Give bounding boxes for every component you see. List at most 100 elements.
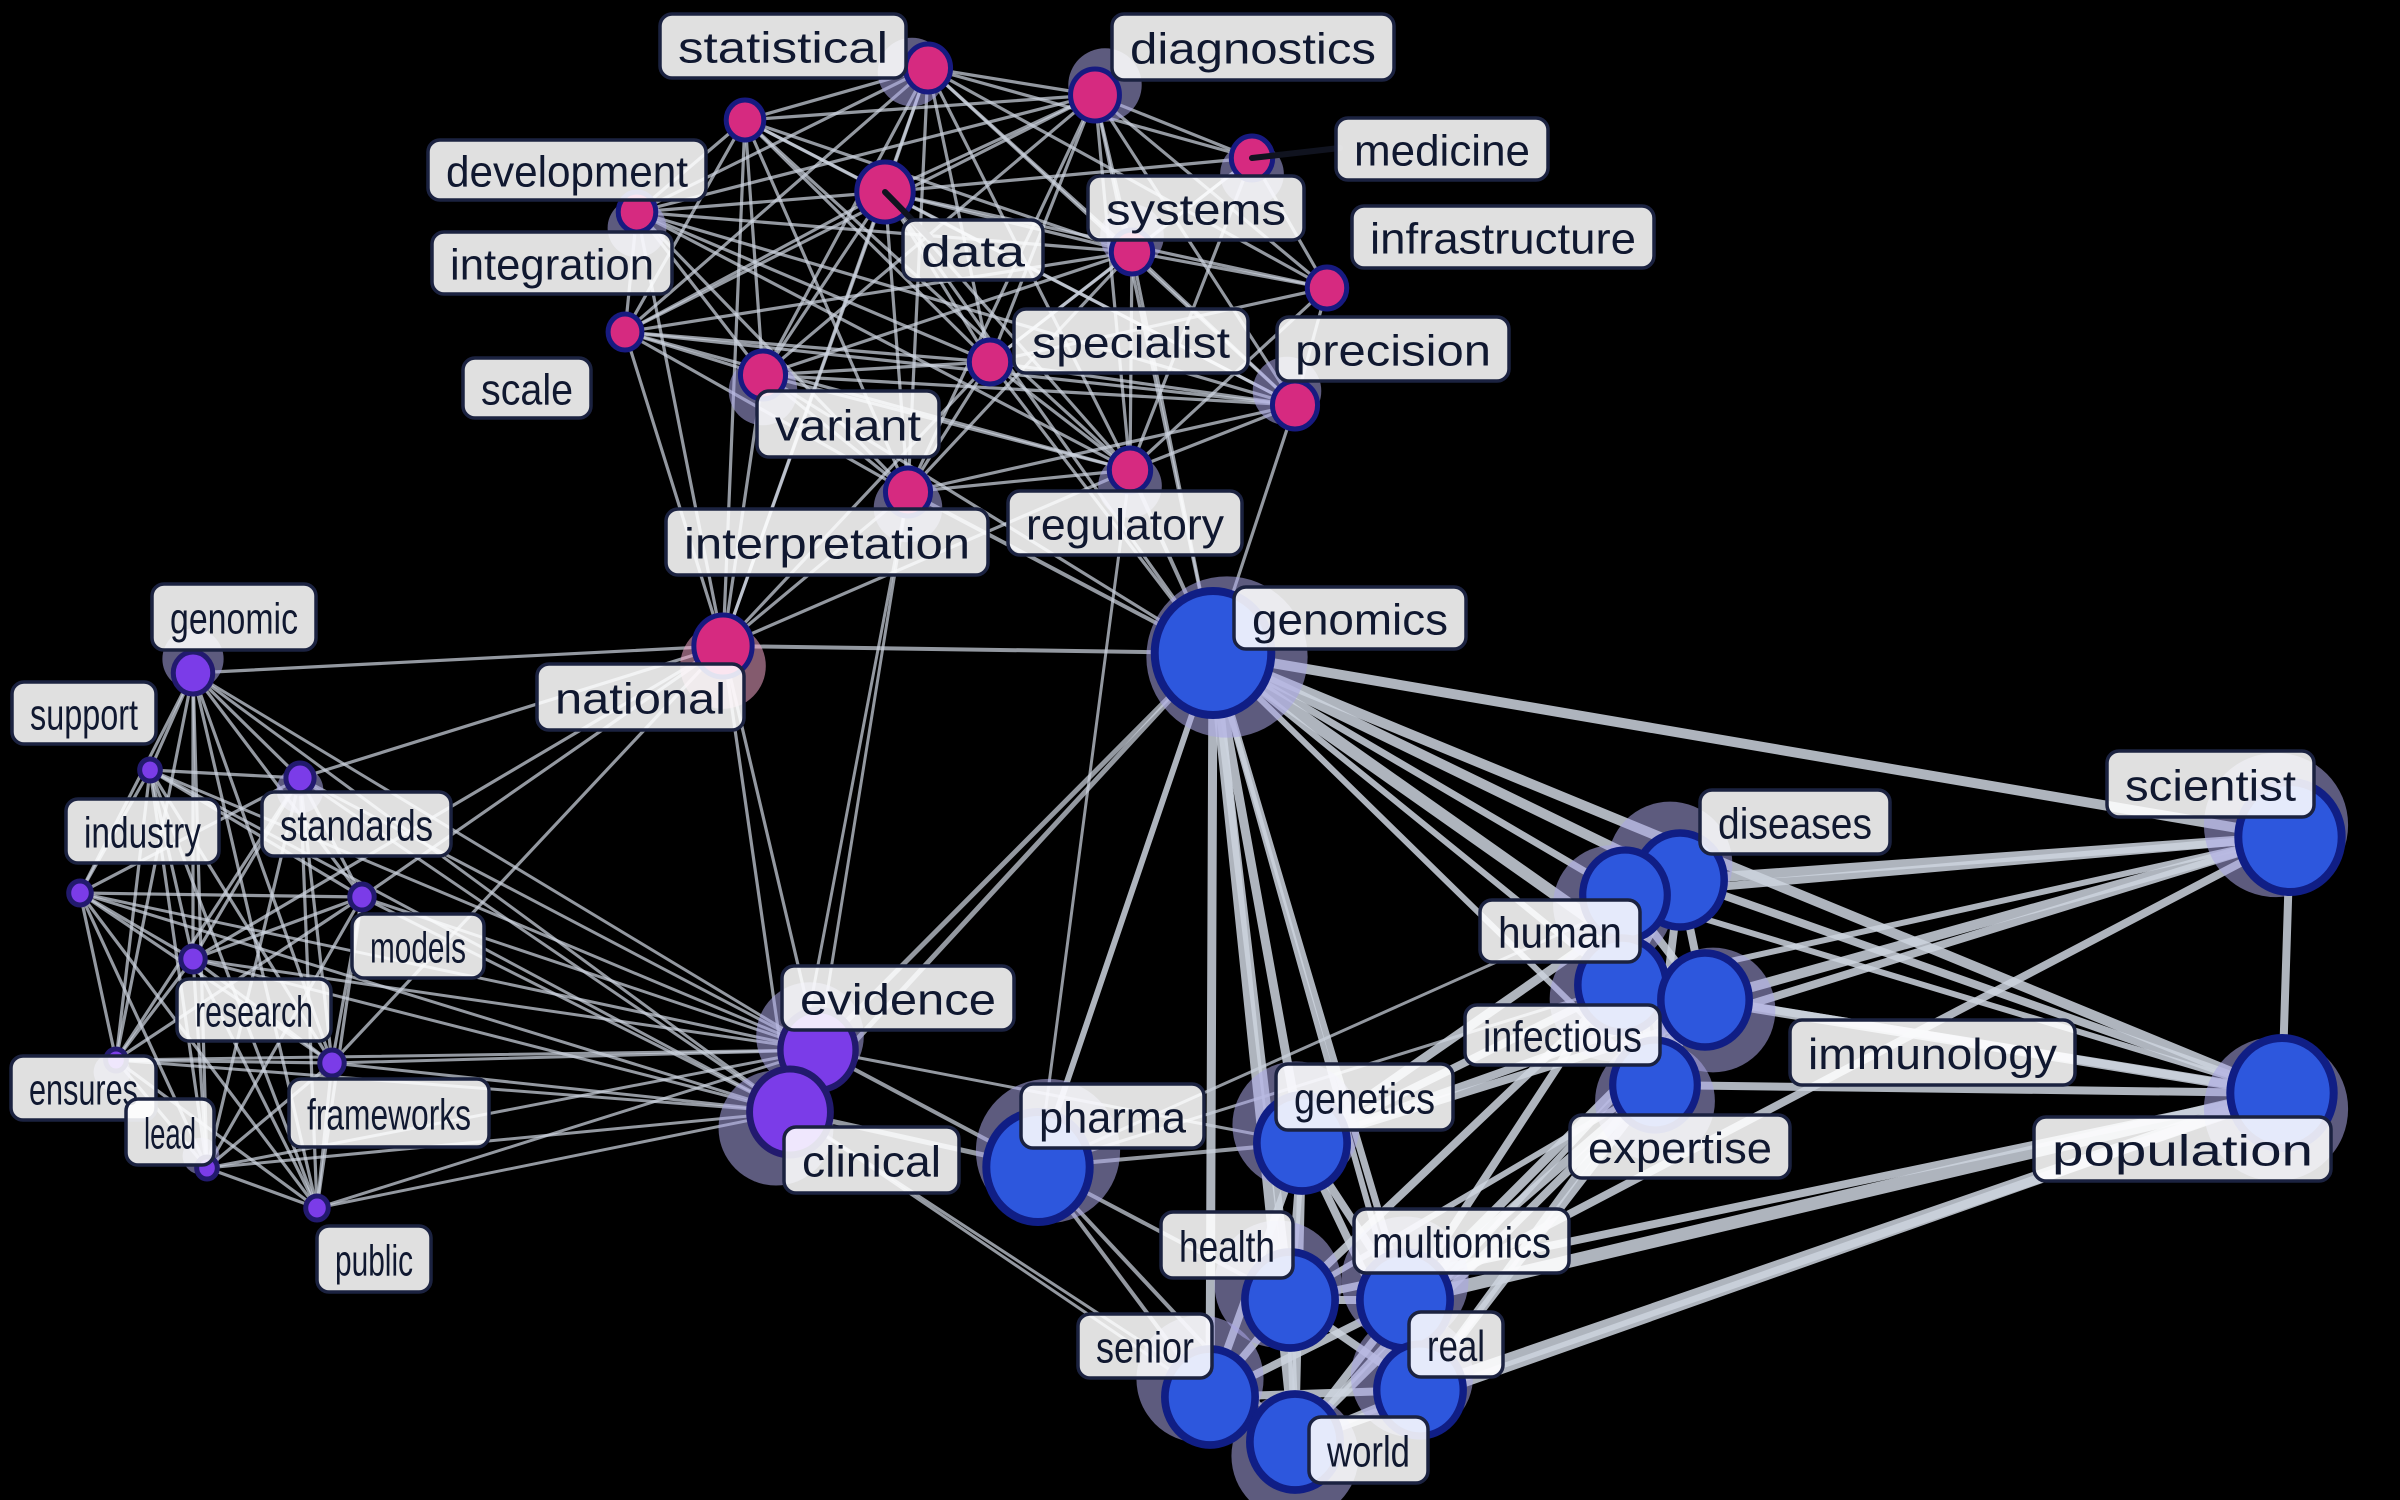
node-frameworks[interactable] [317,1047,347,1079]
label-regulatory[interactable]: regulatory [1006,489,1244,557]
label-integration[interactable]: integration [430,230,674,296]
label-box-senior[interactable] [1076,1312,1214,1380]
label-box-medicine[interactable] [1334,116,1550,182]
label-box-health[interactable] [1159,1210,1295,1280]
label-box-statistical[interactable] [658,12,908,80]
label-research[interactable]: research [175,977,333,1043]
label-box-human[interactable] [1478,898,1642,964]
label-evidence[interactable]: evidence [780,964,1016,1032]
node-standards[interactable] [283,760,317,796]
node-regulatory[interactable] [1106,445,1154,495]
label-national[interactable]: national [535,662,746,732]
label-support[interactable]: support [10,680,158,746]
label-box-diagnostics[interactable] [1110,12,1396,82]
label-box-standards[interactable] [260,790,453,858]
node-scale[interactable] [605,311,645,353]
label-box-data[interactable] [901,218,1045,282]
label-health[interactable]: health [1159,1210,1295,1280]
label-immunology[interactable]: immunology [1788,1018,2077,1087]
node-infrastructure[interactable] [1304,264,1350,312]
node-genomic[interactable] [170,649,216,697]
label-box-variant[interactable] [755,389,941,459]
label-box-genetics[interactable] [1274,1062,1455,1132]
label-diseases[interactable]: diseases [1698,788,1892,856]
label-box-expertise[interactable] [1568,1113,1792,1180]
label-variant[interactable]: variant [755,389,941,459]
label-development[interactable]: development [426,138,708,202]
label-box-interpretation[interactable] [664,507,990,577]
label-pharma[interactable]: pharma [1019,1082,1206,1150]
label-senior[interactable]: senior [1076,1312,1214,1380]
label-infectious[interactable]: infectious [1463,1003,1662,1067]
label-box-specialist[interactable] [1012,307,1250,375]
label-box-lead[interactable] [124,1097,216,1167]
label-box-population[interactable] [2032,1115,2333,1183]
node-models[interactable] [347,881,377,913]
label-population[interactable]: population [2032,1115,2333,1183]
label-world[interactable]: world [1307,1415,1430,1485]
label-systems[interactable]: systems [1086,174,1306,242]
label-box-real[interactable] [1407,1310,1505,1379]
label-box-systems[interactable] [1086,174,1306,242]
label-standards[interactable]: standards [260,790,453,858]
label-box-world[interactable] [1307,1415,1430,1485]
node-support[interactable] [137,756,163,784]
label-box-multiomics[interactable] [1352,1207,1571,1275]
label-box-pharma[interactable] [1019,1082,1206,1150]
label-box-scientist[interactable] [2105,749,2316,819]
node-development[interactable] [723,97,767,143]
label-medicine[interactable]: medicine [1334,116,1550,182]
label-scale[interactable]: scale [461,356,593,420]
label-box-genomic[interactable] [150,582,318,652]
label-ensures[interactable]: ensures [9,1054,158,1122]
label-box-development[interactable] [426,138,708,202]
node-precision[interactable] [1269,378,1321,432]
label-clinical[interactable]: clinical [782,1125,961,1195]
label-box-national[interactable] [535,662,746,732]
node-statistical[interactable] [902,41,954,95]
label-box-support[interactable] [10,680,158,746]
label-box-infectious[interactable] [1463,1003,1662,1067]
label-models[interactable]: models [350,912,486,980]
label-genomic[interactable]: genomic [150,582,318,652]
label-box-research[interactable] [175,977,333,1043]
label-lead[interactable]: lead [124,1097,216,1167]
label-industry[interactable]: industry [64,797,221,865]
label-box-precision[interactable] [1275,315,1511,383]
label-box-evidence[interactable] [780,964,1016,1032]
node-research[interactable] [178,943,208,975]
label-box-clinical[interactable] [782,1125,961,1195]
node-specialist[interactable] [966,337,1014,387]
label-scientist[interactable]: scientist [2105,749,2316,819]
label-human[interactable]: human [1478,898,1642,964]
label-box-regulatory[interactable] [1006,489,1244,557]
label-box-immunology[interactable] [1788,1018,2077,1087]
label-data[interactable]: data [901,218,1045,282]
label-frameworks[interactable]: frameworks [287,1077,491,1149]
node-industry[interactable] [66,878,94,908]
label-box-public[interactable] [315,1224,433,1294]
label-box-models[interactable] [350,912,486,980]
label-box-integration[interactable] [430,230,674,296]
label-infrastructure[interactable]: infrastructure [1350,204,1656,270]
label-genetics[interactable]: genetics [1274,1062,1455,1132]
node-immunology[interactable] [1657,949,1753,1051]
label-box-diseases[interactable] [1698,788,1892,856]
label-box-scale[interactable] [461,356,593,420]
label-box-infrastructure[interactable] [1350,204,1656,270]
label-box-industry[interactable] [64,797,221,865]
label-box-frameworks[interactable] [287,1077,491,1149]
node-diagnostics[interactable] [1068,66,1122,124]
label-real[interactable]: real [1407,1310,1505,1379]
label-multiomics[interactable]: multiomics [1352,1207,1571,1275]
node-public[interactable] [303,1193,331,1223]
label-statistical[interactable]: statistical [658,12,908,80]
label-expertise[interactable]: expertise [1568,1113,1792,1180]
label-interpretation[interactable]: interpretation [664,507,990,577]
label-specialist[interactable]: specialist [1012,307,1250,375]
label-precision[interactable]: precision [1275,315,1511,383]
label-box-ensures[interactable] [9,1054,158,1122]
label-box-genomics[interactable] [1232,585,1468,651]
label-public[interactable]: public [315,1224,433,1294]
label-genomics[interactable]: genomics [1232,585,1468,651]
